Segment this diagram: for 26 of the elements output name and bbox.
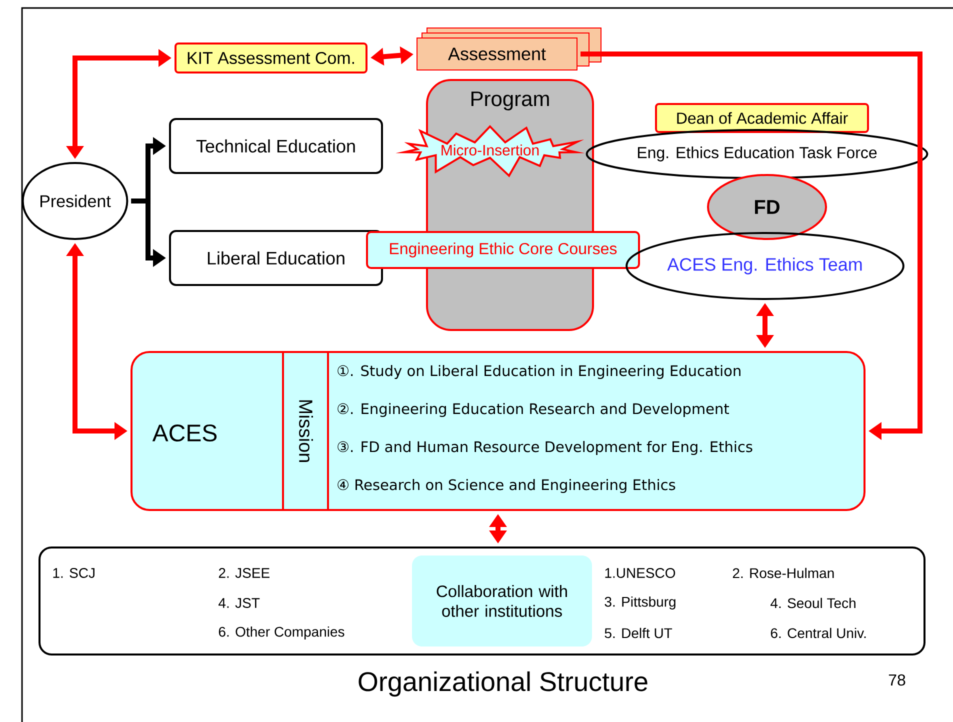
committee-box: KIT Assessment Com.: [174, 42, 368, 74]
partner-name: 6. Central Univ.: [770, 628, 866, 638]
partner-name: 1. SCJ: [53, 568, 94, 578]
partner-name: 2. JSEE: [218, 568, 270, 578]
page-number: 78: [888, 674, 906, 686]
node-label: Mission: [299, 400, 313, 462]
partner-name: 6. Other Companies: [218, 626, 344, 640]
partner-name: 4. JST: [218, 598, 260, 608]
partner-name: 5. Delft UT: [604, 628, 672, 638]
collaboration-box: Collaboration with other institutions: [412, 556, 592, 646]
unit-box: Liberal Education: [169, 230, 383, 286]
partner-name: 2. Rose-Hulman: [732, 568, 834, 578]
mission-item: ③. FD and Human Resource Development for Eng. Ethics: [338, 440, 752, 455]
partner-name: 3. Pittsburg: [604, 596, 676, 610]
course-box: Engineering Ethic Core Courses: [366, 231, 640, 269]
partner-name: 1.UNESCO: [605, 568, 676, 578]
caption: Organizational Structure: [358, 671, 648, 697]
stacked-documents: Assessment: [416, 28, 602, 70]
dean-box: Dean of Academic Affair: [655, 103, 869, 133]
unit-box: Technical Education: [169, 118, 383, 174]
mission-item: ①. Study on Liberal Education in Engineering Education: [338, 364, 740, 379]
mission-item: ②. Engineering Education Research and Development: [338, 402, 730, 417]
partner-name: 4. Seoul Tech: [770, 598, 856, 608]
mission-item: ④ Research on Science and Engineering Ethics: [338, 478, 676, 493]
arrow: [580, 52, 922, 440]
node-label: ACES: [152, 424, 217, 442]
